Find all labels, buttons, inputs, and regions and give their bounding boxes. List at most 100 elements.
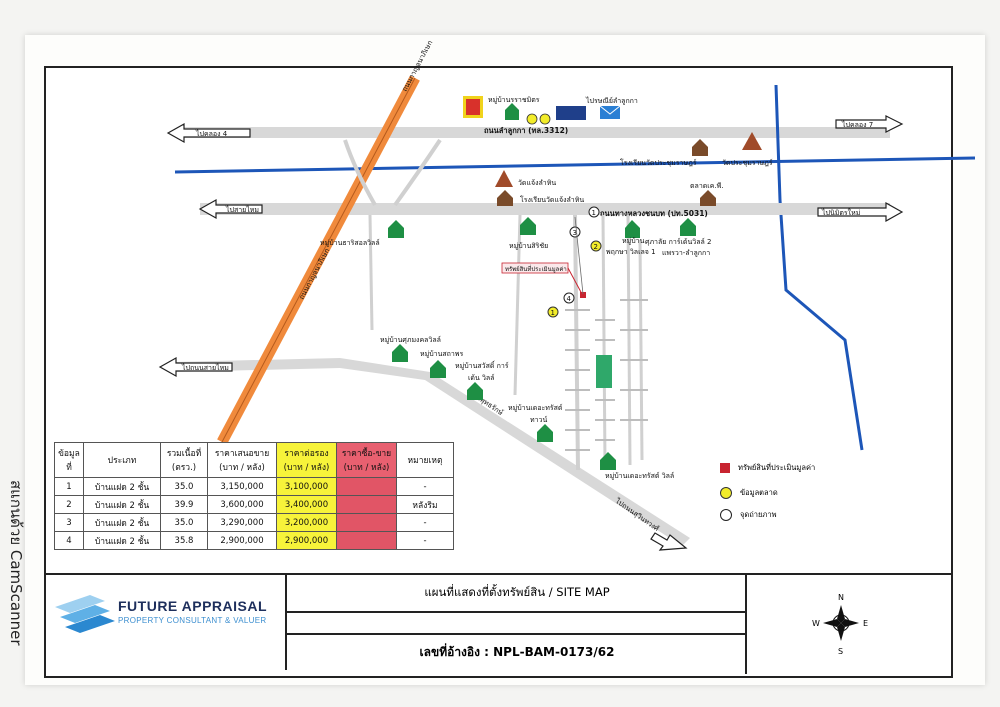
label-school-pracha: โรงเรียนวัดประชุมราษฎร์ <box>620 158 697 167</box>
market-icon <box>700 190 716 206</box>
compass-rose-icon: N S W E <box>812 593 868 656</box>
village-footprint <box>596 355 612 388</box>
label-village-sathaporn: หมู่บ้านสถาพร <box>420 350 463 358</box>
label-klong4: ไปคลอง 4 <box>195 129 228 138</box>
arrow-klong4: ไปคลอง 4 <box>166 122 251 144</box>
label-rural-road: ถนนทางหลวงชนบท (ปท.5031) <box>600 209 708 218</box>
map-title: แผนที่แสดงที่ตั้งทรัพย์สิน / SITE MAP <box>287 575 747 613</box>
svg-text:4: 4 <box>567 295 572 303</box>
label-saimai-road: ไปถนนสายไหม <box>181 363 229 372</box>
svg-text:2: 2 <box>594 243 598 251</box>
village-icon-note <box>625 220 640 238</box>
label-wat-pracha: วัดประชุมราษฎร์ <box>722 159 773 167</box>
svg-text:1: 1 <box>592 209 596 217</box>
legend-photo: จุดถ่ายภาพ <box>720 509 777 521</box>
village-icon-supamongkol <box>392 344 408 362</box>
header-area: รวมเนื้อที่(ตรว.) <box>160 442 208 478</box>
school-icon-pracha <box>692 139 708 156</box>
label-village-ratchamit: หมู่บ้านรราชมิตร <box>488 96 540 104</box>
ramp-2 <box>393 138 442 207</box>
homepro-icon <box>556 106 586 120</box>
soi-4 <box>626 214 632 466</box>
soi-2 <box>513 214 522 396</box>
legend-subject: ทรัพย์สินที่ประเมินมูลค่า <box>720 462 815 474</box>
ramp-1 <box>343 139 377 206</box>
school-icon-chaem <box>497 190 513 206</box>
label-village-sirichai: หมู่บ้านสิริชัย <box>509 242 548 250</box>
compass-block: N S W E <box>745 575 951 674</box>
label-nimitmai: ไปนิมิตรใหม่ <box>821 208 860 217</box>
arrow-saimai-road: ไปถนนสายไหม <box>158 356 233 378</box>
subject-marker: ทรัพย์สินที่ประเมินมูลค่า <box>501 262 586 298</box>
soi-1 <box>368 214 374 331</box>
arrow-saimai: ไปสายไหม <box>198 198 263 220</box>
header-note: หมายเหตุ <box>396 442 454 478</box>
table-row: 1 บ้านแฝด 2 ชั้น 35.0 3,150,000 3,100,00… <box>54 477 454 496</box>
table-row: 4 บ้านแฝด 2 ชั้น 35.8 2,900,000 2,900,00… <box>54 531 454 550</box>
yellow-circle-icon <box>720 487 732 499</box>
label-post-office: ไปรษณีย์ลำลูกกา <box>585 96 638 105</box>
market-marker-2: 2 <box>590 240 602 252</box>
label-village-garden2: เด้น วิลล์ <box>468 374 494 382</box>
arrow-nimitmai: ไปนิมิตรใหม่ <box>817 201 904 223</box>
marker-yellow-3-top <box>526 113 551 125</box>
label-village-note: หมู่บ้าน <box>622 237 645 245</box>
village-icon-thani <box>388 220 404 238</box>
label-saimai: ไปสายไหม <box>225 205 259 214</box>
label-school-chaem: โรงเรียนวัดแจ้งลำหิน <box>520 195 584 204</box>
table-row: 2 บ้านแฝด 2 ชั้น 39.9 3,600,000 3,400,00… <box>54 495 454 514</box>
label-village-supalai2: แพรวา-ลำลูกกา <box>662 249 710 257</box>
table-row: 3 บ้านแฝด 2 ชั้น 35.0 3,290,000 3,200,00… <box>54 513 454 532</box>
red-square-icon <box>720 463 730 473</box>
canal-vertical <box>774 84 864 451</box>
header-bid: ราคาต่อรอง(บาท / หลัง) <box>276 442 337 478</box>
label-lamlukka-road: ถนนลำลูกกา (ทล.3312) <box>484 126 568 136</box>
temple-icon-pracha <box>742 132 762 150</box>
label-village-thani: หมู่บ้านธาริสอลวิลล์ <box>320 239 380 247</box>
label-village-supalai: ศุภาลัย การ์เด้นวิลล์ 2 <box>645 238 711 246</box>
label-suwinthawong: ไปถนนสุวินทวงศ์ <box>613 496 661 534</box>
compass-n: N <box>838 593 844 602</box>
label-market: ตลาดเค.พี. <box>690 182 723 190</box>
label-village-garden: หมู่บ้านสวัสดิ์ การ์ <box>455 360 509 370</box>
compass-s: S <box>838 647 843 656</box>
scanner-watermark: สแกนด้วย CamScanner <box>7 480 25 646</box>
village-icon-garden <box>467 382 483 400</box>
label-village-lake2: ทาวน์ <box>530 416 547 424</box>
title-block: แผนที่แสดงที่ตั้งทรัพย์สิน / SITE MAP เล… <box>285 575 747 670</box>
svg-text:3: 3 <box>573 229 577 237</box>
highway-orange-center <box>221 77 416 443</box>
road-lamlukka <box>180 127 890 138</box>
label-highway-mid: ถนนกาญจนาภิเษก <box>298 247 332 301</box>
header-type: ประเภท <box>83 442 161 478</box>
photo-marker-1: 1 <box>588 206 600 218</box>
company-logo-block: FUTURE APPRAISAL PROPERTY CONSULTANT & V… <box>46 575 284 674</box>
soi-5 <box>638 239 644 461</box>
village-icon-supalai <box>680 218 696 236</box>
company-logo-icon <box>55 595 115 633</box>
label-wat-chaem: วัดแจ้งลำหิน <box>518 179 556 187</box>
label-village-trust: หมู่บ้านเดอะทรัสต์ วิลล์ <box>605 472 674 480</box>
camera-point-icon <box>720 509 732 521</box>
c-logo-icon <box>463 96 483 118</box>
reference-number: เลขที่อ้างอิง : NPL-BAM-0173/62 <box>419 645 615 659</box>
company-tagline: PROPERTY CONSULTANT & VALUER <box>118 616 267 625</box>
village-icon-sirichai <box>520 217 536 235</box>
arrow-suwinthawong <box>650 532 688 551</box>
map-frame <box>44 66 953 678</box>
market-comparison-table: ข้อมูลที่ ประเภท รวมเนื้อที่(ตรว.) ราคาเ… <box>54 442 454 550</box>
company-name: FUTURE APPRAISAL <box>118 598 268 614</box>
header-offer: ราคาเสนอขาย(บาท / หลัง) <box>207 442 277 478</box>
soi-main <box>573 214 580 471</box>
canal-horizontal <box>174 156 976 174</box>
compass-e: E <box>863 619 868 628</box>
subject-access-line <box>574 216 584 295</box>
village-icon-trust <box>600 452 616 470</box>
title-spacer <box>287 613 747 635</box>
village-icon-lake <box>537 424 553 442</box>
header-sale: ราคาซื้อ-ขาย(บาท / หลัง) <box>336 442 397 478</box>
svg-text:1: 1 <box>551 309 555 317</box>
village-icon-ratchamit <box>505 103 519 120</box>
compass-w: W <box>812 619 820 628</box>
